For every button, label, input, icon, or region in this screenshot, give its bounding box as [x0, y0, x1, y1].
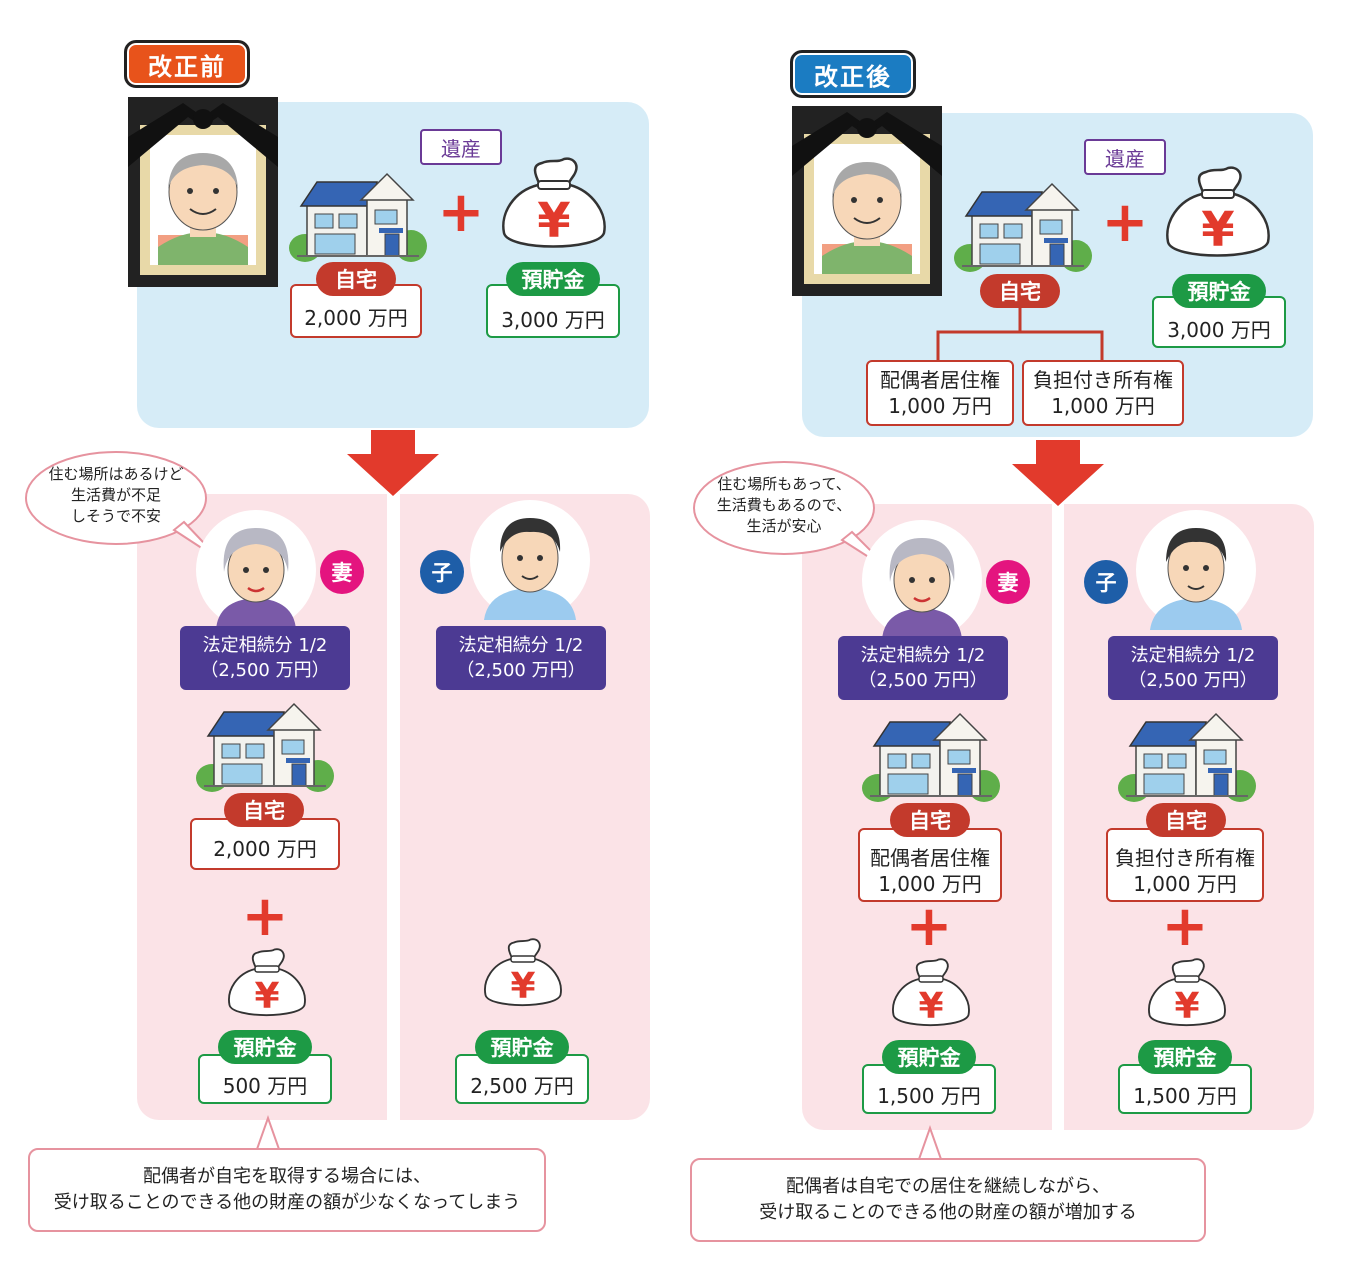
before-title: 改正前: [124, 40, 250, 88]
son-face-icon: [1136, 510, 1256, 630]
after-wife-home-label: 自宅: [890, 803, 970, 837]
before-wife-savings-label: 預貯金: [218, 1030, 312, 1064]
plus-icon: +: [1161, 894, 1209, 959]
plus-icon: +: [1101, 190, 1149, 255]
note-pointer: [255, 1114, 281, 1153]
plus-icon: +: [905, 894, 953, 959]
before-bubble: 住む場所はあるけど生活費が不足しそうで不安: [48, 464, 184, 525]
after-note: 配偶者は自宅での居住を継続しながら、受け取ることのできる他の財産の額が増加する: [690, 1158, 1206, 1242]
house-icon: [287, 166, 427, 266]
after-child-savings-label: 預貯金: [1138, 1040, 1232, 1074]
before-home-label: 自宅: [316, 262, 396, 296]
after-estate-label: 遺産: [1084, 139, 1166, 175]
memorial-portrait-icon: [792, 106, 942, 296]
split-connector: [936, 306, 1104, 362]
plus-icon: +: [241, 884, 289, 949]
after-home-label: 自宅: [980, 274, 1060, 308]
down-arrow-icon: [347, 430, 439, 496]
money-bag-icon: [1142, 956, 1232, 1032]
after-child-share: 法定相続分 1/2（2,500 万円）: [1108, 636, 1278, 700]
after-child-home-label: 自宅: [1146, 803, 1226, 837]
before-wife-badge: 妻: [320, 550, 364, 594]
house-icon: [1116, 706, 1256, 806]
house-icon: [194, 696, 334, 796]
after-child-savings-value: 1,500 万円: [1118, 1064, 1252, 1114]
after-wife-share: 法定相続分 1/2（2,500 万円）: [838, 636, 1008, 700]
after-child-badge: 子: [1084, 560, 1128, 604]
down-arrow-icon: [1012, 440, 1104, 506]
money-bag-icon: [1158, 164, 1278, 264]
plus-icon: +: [437, 180, 485, 245]
before-wife-home-value: 2,000 万円: [190, 818, 340, 870]
before-note: 配偶者が自宅を取得する場合には、受け取ることのできる他の財産の額が少なくなってし…: [28, 1148, 546, 1232]
before-child-share: 法定相続分 1/2（2,500 万円）: [436, 626, 606, 690]
after-wife-savings-label: 預貯金: [882, 1040, 976, 1074]
house-icon: [952, 176, 1092, 276]
after-savings-value: 3,000 万円: [1152, 296, 1286, 348]
house-icon: [860, 706, 1000, 806]
memorial-portrait-icon: [128, 97, 278, 287]
wife-face-icon: [862, 520, 982, 640]
before-wife-home-label: 自宅: [224, 793, 304, 827]
before-child-badge: 子: [420, 550, 464, 594]
money-bag-icon: [478, 936, 568, 1012]
after-title: 改正後: [790, 50, 916, 98]
after-wife-badge: 妻: [986, 560, 1030, 604]
money-bag-icon: [886, 956, 976, 1032]
money-bag-icon: [222, 946, 312, 1022]
before-savings-label: 預貯金: [506, 262, 600, 296]
note-pointer: [917, 1124, 943, 1163]
money-bag-icon: [494, 155, 614, 255]
before-estate-label: 遺産: [420, 129, 502, 165]
after-bubble: 住む場所もあって、生活費もあるので、生活が安心: [716, 474, 852, 535]
son-face-icon: [470, 500, 590, 620]
wife-face-icon: [196, 510, 316, 630]
before-child-savings-label: 預貯金: [475, 1030, 569, 1064]
after-savings-label: 預貯金: [1172, 274, 1266, 308]
before-wife-share: 法定相続分 1/2（2,500 万円）: [180, 626, 350, 690]
